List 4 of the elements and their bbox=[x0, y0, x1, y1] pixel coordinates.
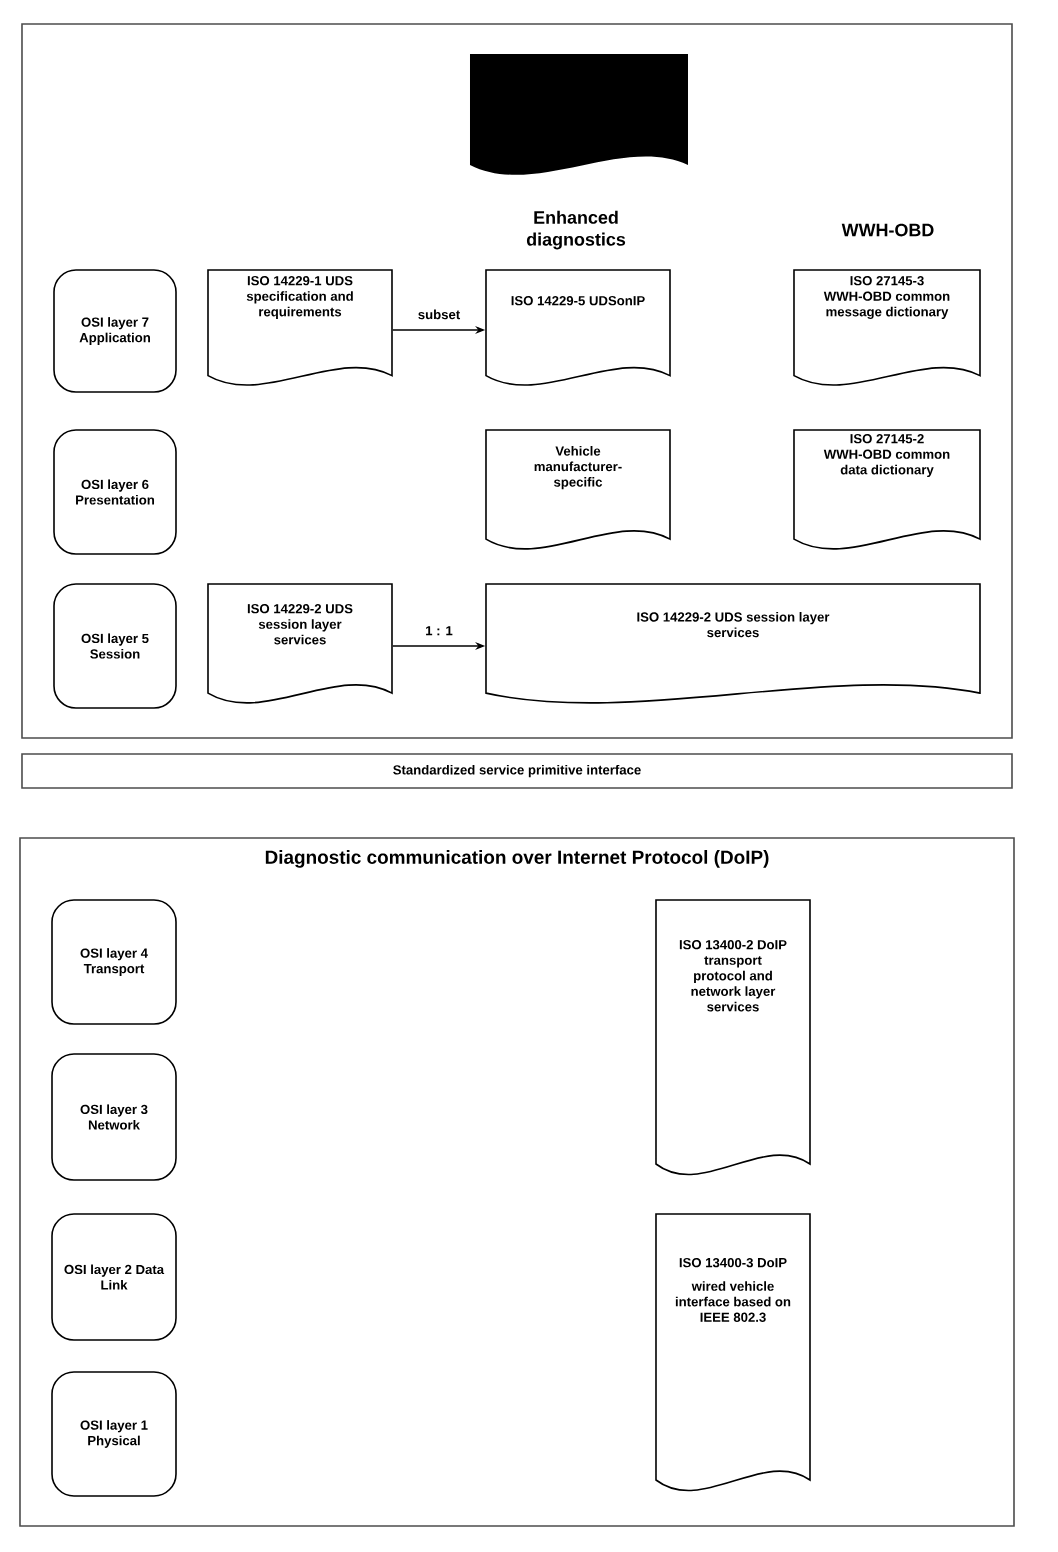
panel-frame bbox=[21, 23, 1013, 739]
column-heading: Enhanced diagnostics bbox=[526, 210, 626, 250]
document-shape bbox=[470, 54, 688, 175]
column-heading: WWH-OBD bbox=[841, 223, 934, 237]
